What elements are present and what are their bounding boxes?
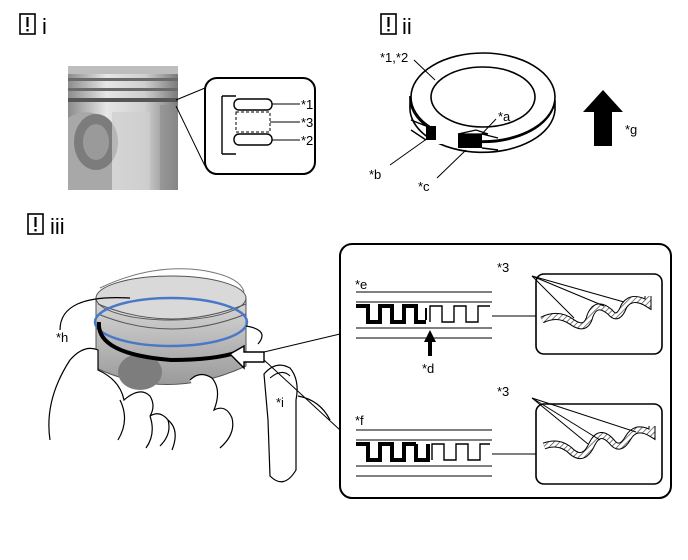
label-a: *a [498, 109, 511, 124]
label-ring-1: *1 [301, 97, 313, 112]
step-i-label: i [42, 14, 47, 39]
callout-line [389, 137, 429, 166]
label-c: *c [418, 179, 430, 194]
callout-line [175, 105, 206, 167]
hands-holding-piston [48, 268, 331, 483]
label-i: *i [276, 395, 284, 410]
step-ii-label: ii [402, 14, 412, 39]
callout-line [436, 149, 467, 179]
callout-line [477, 118, 497, 139]
step-ii: ii *1,*2 *a *b *c *g [369, 13, 637, 194]
label-3-upper: *3 [497, 260, 509, 275]
spacer-3d-inset-lower [535, 403, 663, 485]
callout-line [175, 87, 206, 101]
warning-icon [19, 13, 36, 35]
callout-line [263, 333, 341, 353]
step-iii: iii *h *i [27, 213, 672, 499]
oil-ring-rail [409, 52, 556, 154]
ring-detail-inset [204, 77, 316, 175]
label-ring-2: *2 [301, 133, 313, 148]
step-i: i [19, 13, 316, 190]
correct-position-view [356, 291, 536, 356]
label-h: *h [56, 330, 68, 345]
up-arrow-icon [583, 90, 623, 146]
label-f: *f [355, 413, 364, 428]
label-b: *b [369, 167, 381, 182]
spacer-3d-inset-upper [535, 273, 663, 355]
callout-line [413, 59, 436, 81]
spacer-inspection-panel: *e *d *3 *f [339, 243, 672, 499]
warning-icon [380, 13, 397, 35]
incorrect-position-view [356, 429, 536, 477]
label-d: *d [422, 361, 434, 376]
label-e: *e [355, 277, 367, 292]
label-ring-1-2: *1,*2 [380, 50, 408, 65]
label-3-lower: *3 [497, 384, 509, 399]
label-g: *g [625, 122, 637, 137]
piston-side-view [68, 66, 178, 190]
step-iii-label: iii [50, 214, 65, 239]
callout-line [263, 359, 341, 431]
label-ring-3: *3 [301, 115, 313, 130]
warning-icon [27, 213, 44, 235]
